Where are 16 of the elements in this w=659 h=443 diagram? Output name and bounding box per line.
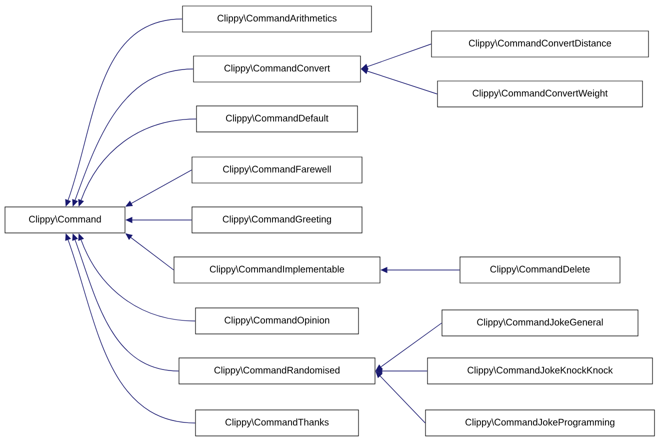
class-box: Clippy\CommandImplementable xyxy=(174,256,380,284)
class-box: Clippy\CommandFarewell xyxy=(192,156,362,184)
class-box: Clippy\CommandOpinion xyxy=(195,308,359,334)
class-box: Clippy\Command xyxy=(4,206,126,234)
class-box: Clippy\CommandRandomised xyxy=(178,358,376,384)
class-box: Clippy\CommandConvertWeight xyxy=(437,80,643,108)
class-box: Clippy\CommandGreeting xyxy=(192,206,362,234)
class-box: Clippy\CommandThanks xyxy=(195,410,359,436)
class-box: Clippy\CommandDefault xyxy=(196,106,358,132)
class-box: Clippy\CommandArithmetics xyxy=(182,6,372,32)
class-box: Clippy\CommandJokeKnockKnock xyxy=(427,358,653,384)
class-box: Clippy\CommandConvertDistance xyxy=(431,30,649,58)
class-box: Clippy\CommandJokeGeneral xyxy=(442,310,638,336)
class-box: Clippy\CommandJokeProgramming xyxy=(425,410,655,436)
class-box: Clippy\CommandConvert xyxy=(193,56,361,82)
class-box: Clippy\CommandDelete xyxy=(460,256,620,284)
